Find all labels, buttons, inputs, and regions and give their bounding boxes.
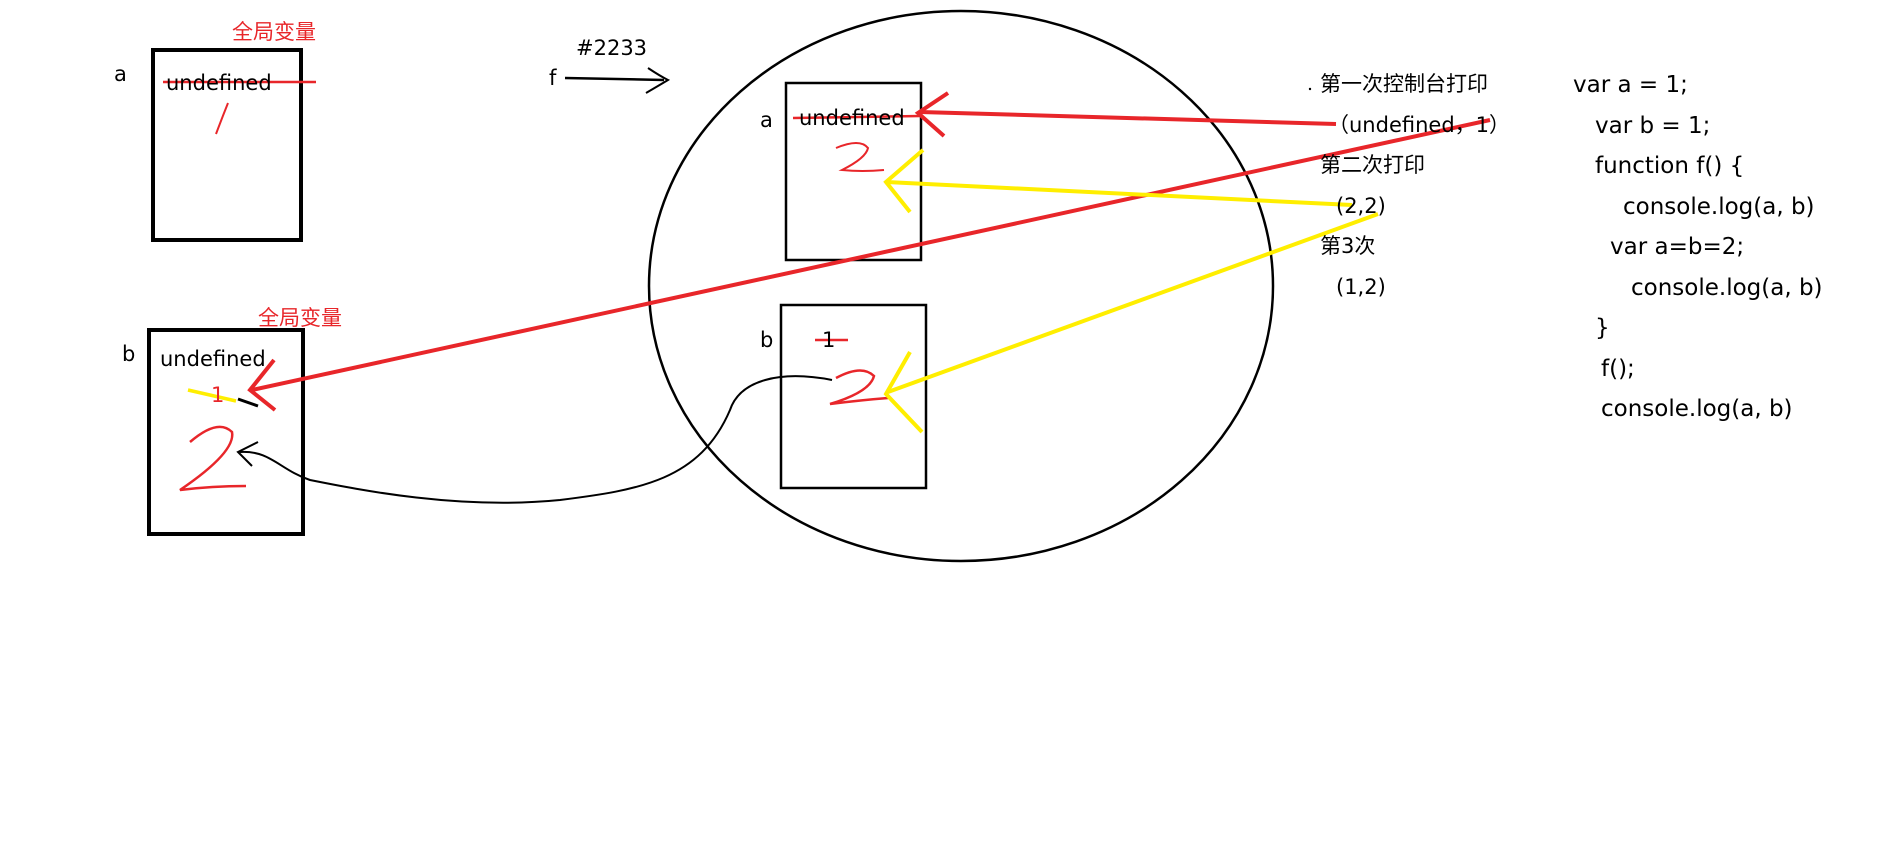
code-line-7: } <box>1595 315 1610 341</box>
code-line-6: console.log(a, b) <box>1631 275 1823 301</box>
global-b-strike-black <box>237 397 259 408</box>
local-a-name: a <box>760 108 773 132</box>
local-b-box <box>779 303 928 490</box>
console-output-2-label: 第二次打印 <box>1320 153 1425 177</box>
global-b-tag: 全局变量 <box>258 306 342 330</box>
assignment-arrow-b <box>236 375 833 504</box>
global-b-name: b <box>122 342 136 366</box>
console-output-1-value: （undefined，1） <box>1328 113 1511 137</box>
console-output-2-value: (2,2) <box>1336 194 1386 218</box>
function-reference-arrow <box>564 67 671 94</box>
global-a-handwritten-1 <box>215 102 229 135</box>
stray-dot <box>1308 87 1312 91</box>
global-b-old-value: undefined <box>160 347 266 371</box>
console-output-1-label: 第一次控制台打印 <box>1320 72 1488 96</box>
local-a-strike <box>792 114 921 120</box>
console-output-3-value: (1,2) <box>1336 275 1386 299</box>
yellow-arrow-third <box>883 212 1379 434</box>
yellow-arrow-second <box>883 148 1353 214</box>
red-arrow-first-a <box>914 91 1337 138</box>
red-arrow-first-b <box>247 118 1491 412</box>
local-b-name: b <box>760 328 774 352</box>
global-b-crossed-value: 1 <box>211 383 225 407</box>
local-a-handwritten-2 <box>835 142 885 172</box>
global-a-old-value: undefined <box>166 71 272 95</box>
code-line-2: var b = 1; <box>1595 113 1711 139</box>
console-output-3-label: 第3次 <box>1320 234 1376 258</box>
code-line-3: function f() { <box>1595 153 1745 179</box>
global-a-box <box>151 48 303 242</box>
local-b-crossed-value: 1 <box>822 328 836 352</box>
code-line-5: var a=b=2; <box>1610 234 1745 260</box>
code-line-8: f(); <box>1601 356 1635 382</box>
global-a-name: a <box>114 62 127 86</box>
function-address: #2233 <box>576 36 648 60</box>
global-a-tag: 全局变量 <box>232 20 316 44</box>
local-b-handwritten-2 <box>829 369 889 406</box>
code-line-9: console.log(a, b) <box>1601 396 1793 422</box>
code-line-4: console.log(a, b) <box>1623 194 1815 220</box>
global-b-strike-yellow <box>187 388 237 403</box>
code-line-1: var a = 1; <box>1573 72 1688 98</box>
global-b-handwritten-2 <box>179 425 247 492</box>
local-a-old-value: undefined <box>799 106 905 130</box>
global-b-box <box>147 328 305 536</box>
function-name: f <box>549 66 557 90</box>
function-scope-ellipse <box>647 9 1275 563</box>
